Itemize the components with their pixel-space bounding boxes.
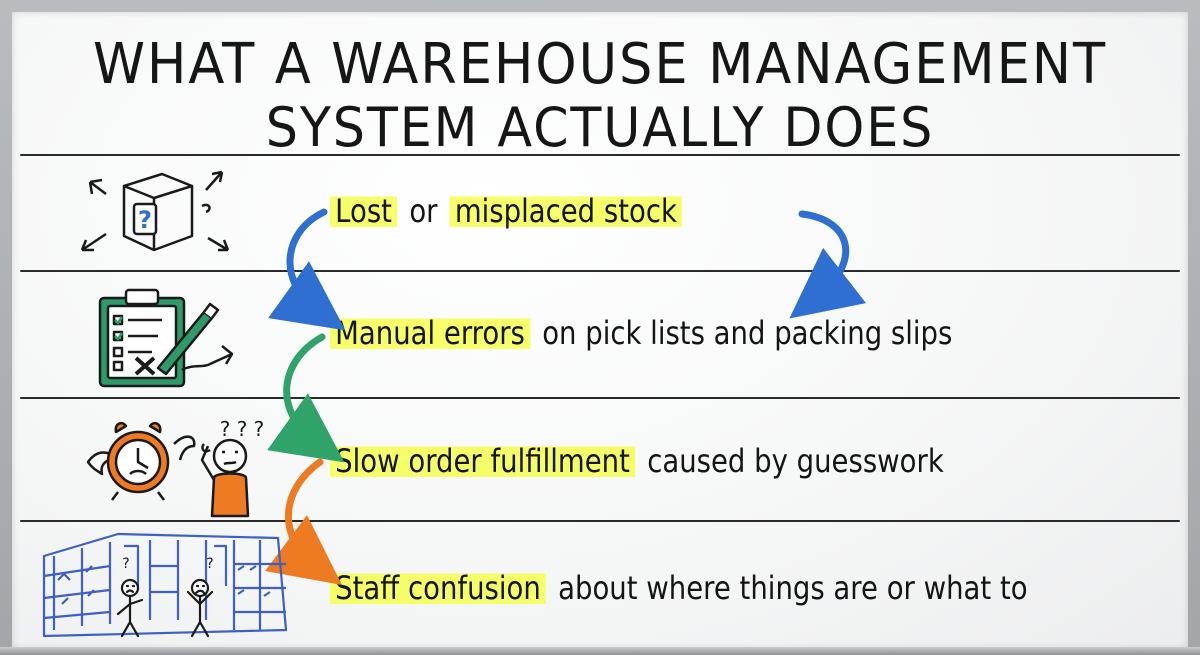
row-3-segment-slow-order: Slow order fulfillment (330, 442, 636, 480)
left-person-question: ? (122, 556, 129, 572)
row-1-segment-misplaced-stock: misplaced stock (449, 192, 683, 230)
box-question-mark: ? (138, 206, 152, 234)
row-2-segment-manual-errors: Manual errors (330, 314, 531, 352)
row-4-segment-staff-confusion: Staff confusion (330, 569, 546, 607)
row-4-segment-rest: about where things are or what to (558, 569, 1028, 607)
blue-arrow-left (268, 208, 346, 331)
whiteboard: WHAT A WAREHOUSE MANAGEMENT SYSTEM ACTUA… (12, 12, 1188, 649)
rule-row-3 (20, 520, 1180, 522)
row-text-1: Lost or misplaced stock (330, 192, 683, 230)
row-text-4: Staff confusion about where things are o… (330, 569, 1031, 607)
row-1-segment-or: or (409, 192, 438, 230)
green-arrow (267, 333, 345, 463)
row-2-segment-rest: on pick lists and packing slips (542, 314, 953, 352)
rule-under-title (20, 154, 1180, 156)
row-3-segment-rest: caused by guesswork (647, 442, 944, 480)
rule-row-1 (20, 270, 1180, 272)
confused-question-marks: ? ? ? (220, 417, 265, 441)
row-1-segment-lost: Lost (330, 192, 398, 230)
right-person-question: ? (206, 556, 213, 572)
row-text-2: Manual errors on pick lists and packing … (330, 314, 956, 352)
warehouse-maze-icon: ? ? (42, 532, 288, 638)
flying-clock-confused-person-icon: ? ? ? (86, 417, 265, 518)
row-text-3: Slow order fulfillment caused by guesswo… (330, 442, 947, 480)
clipboard-checklist-icon (98, 288, 234, 388)
orange-arrow (264, 458, 342, 586)
blue-arrow-right (789, 210, 867, 319)
title-line-2: SYSTEM ACTUALLY DOES (265, 96, 935, 159)
whiteboard-marker-tray (0, 647, 1200, 655)
rule-row-2 (20, 397, 1180, 399)
title-line-1: WHAT A WAREHOUSE MANAGEMENT (92, 32, 1108, 97)
connector-arrows (264, 208, 867, 586)
box-question-icon: ? (80, 170, 230, 252)
